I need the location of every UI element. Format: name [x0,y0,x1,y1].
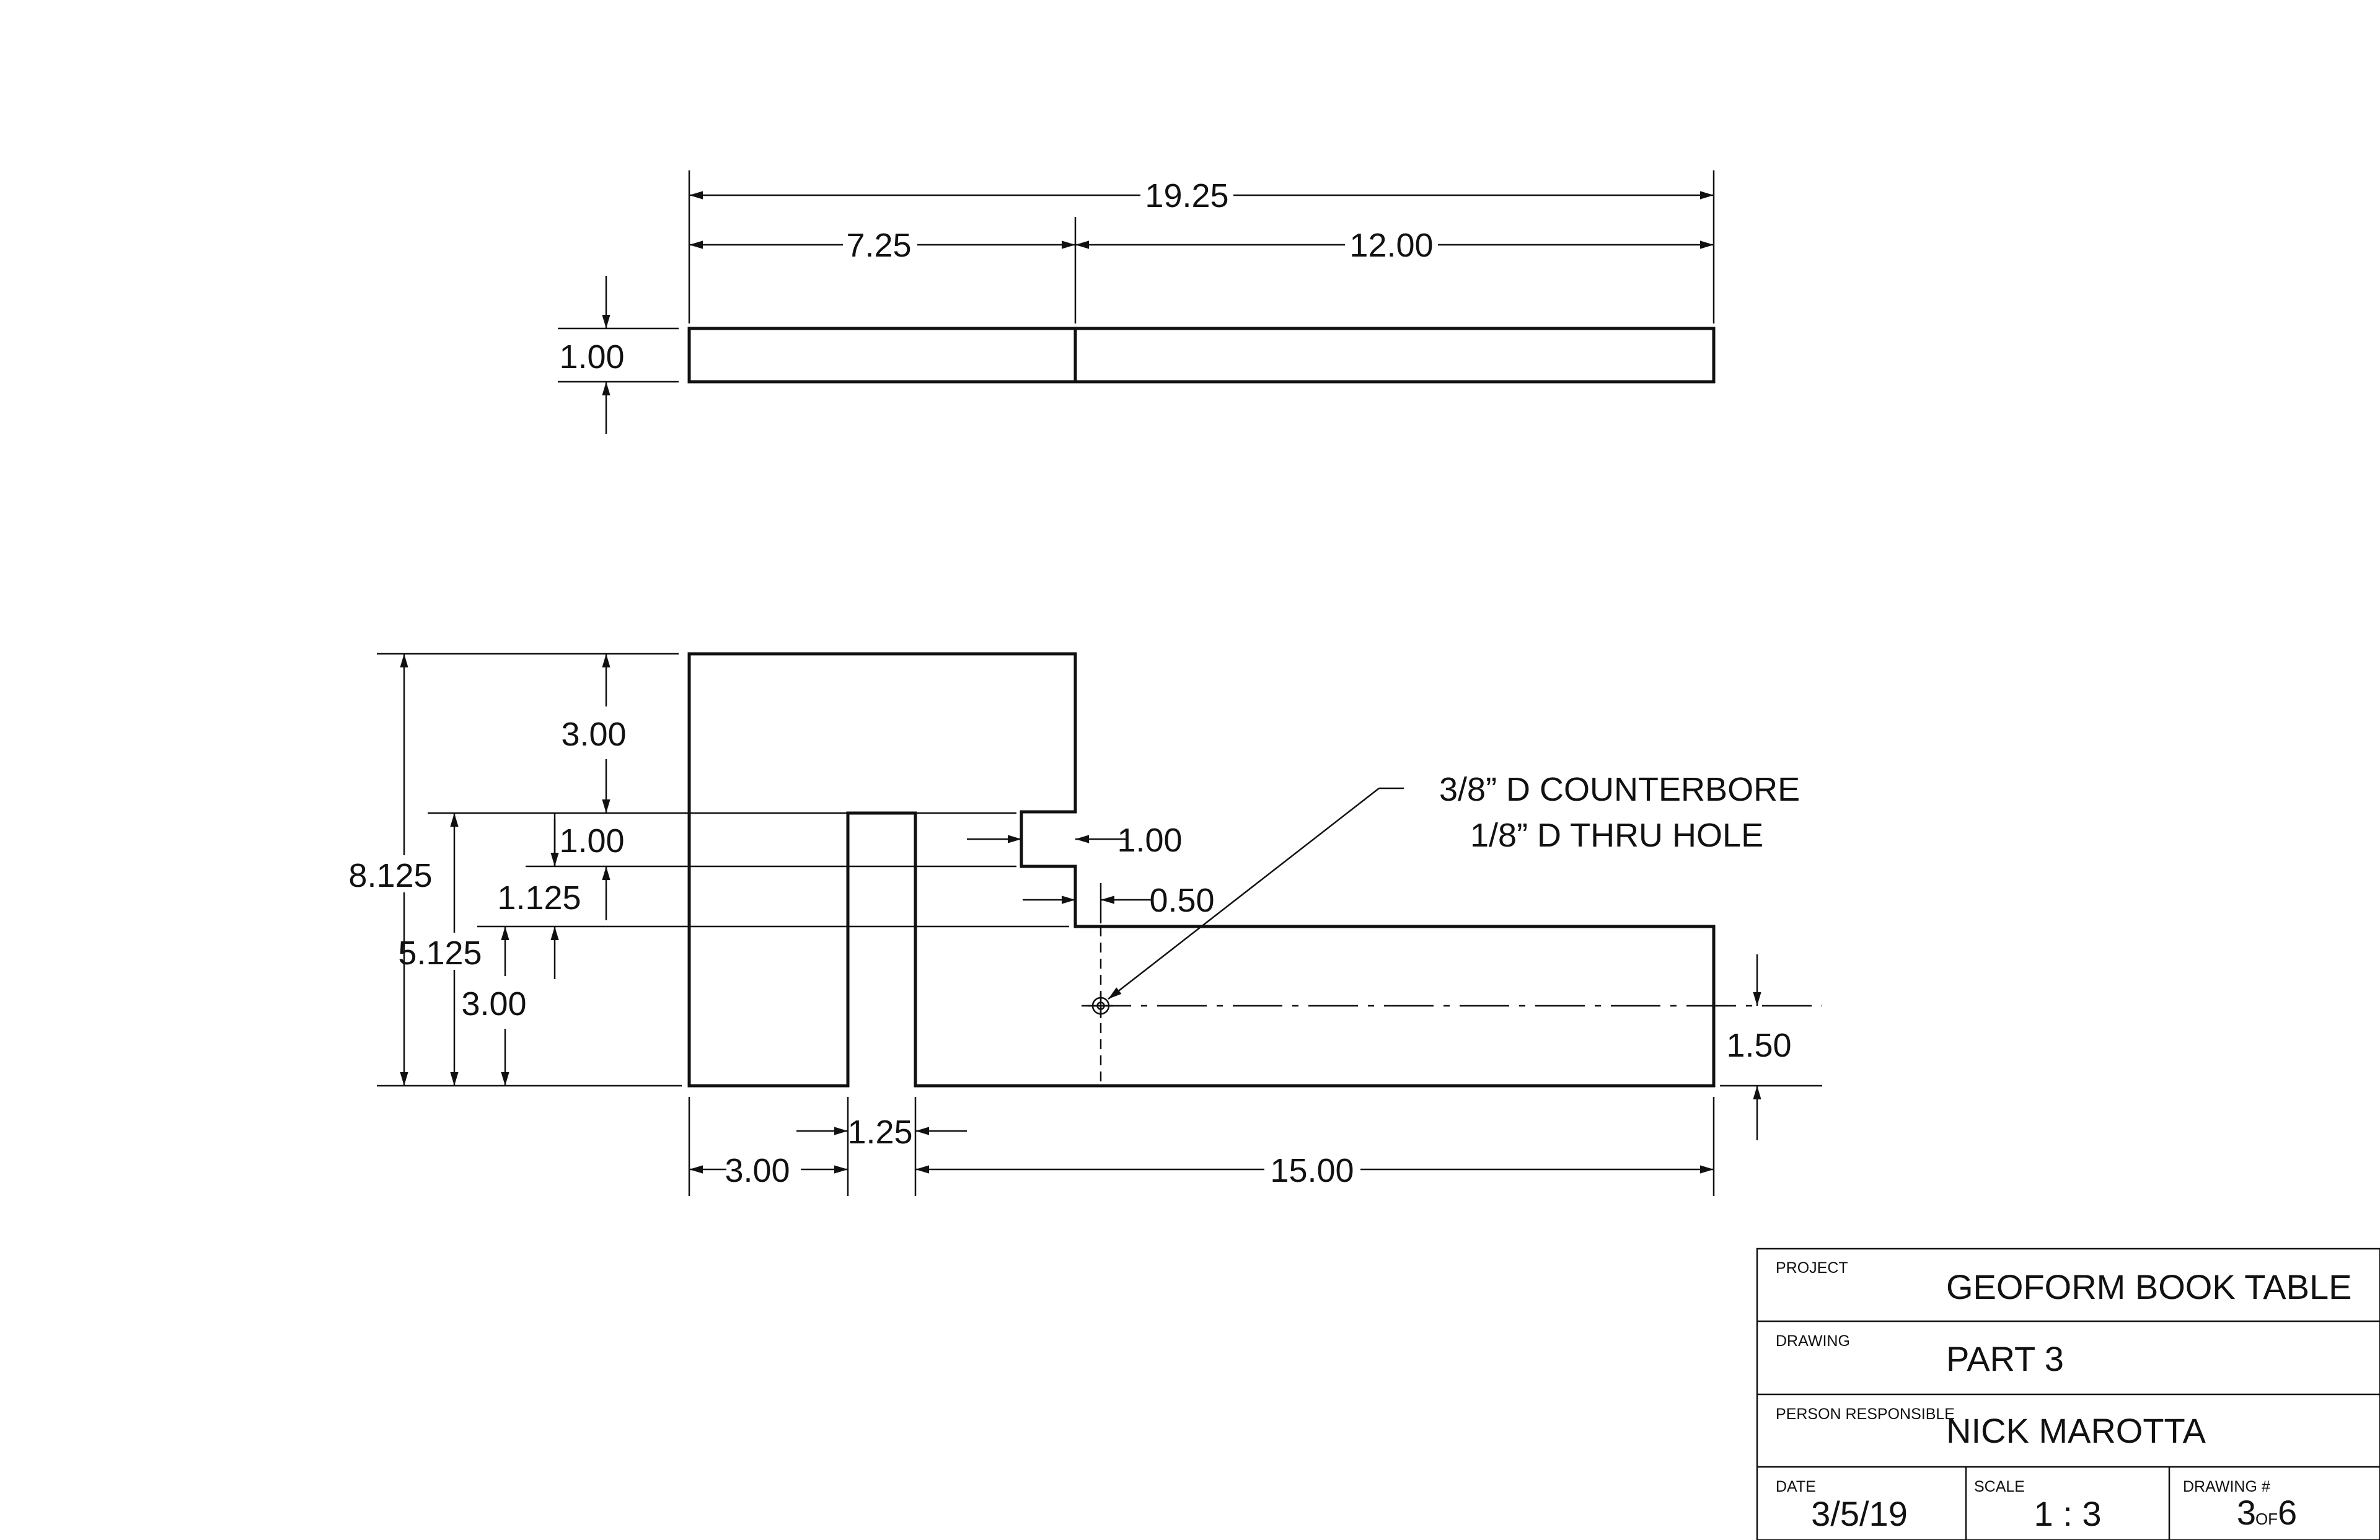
dim-left-segment-label: 7.25 [846,227,911,264]
dim-right-segment: 12.00 [1075,227,1714,264]
scale-value: 1 : 3 [2034,1494,2102,1533]
dim-ledge-length-label: 15.00 [1270,1152,1354,1189]
dim-slot-width-label: 1.25 [847,1114,912,1151]
date-value: 3/5/19 [1811,1494,1908,1533]
front-view-outline [687,652,1716,1088]
dim-overall-length-label: 19.25 [1145,177,1228,214]
dim-overall-length: 19.25 [689,177,1714,214]
dim-hole-height: 1.50 [1720,954,1822,1140]
dim-left-width: 3.00 [689,1152,848,1189]
top-view: 19.25 7.25 12.00 1.00 [558,170,1716,434]
drawing-number-value: 3 [2237,1493,2256,1532]
drawing-number-of: OF [2255,1510,2278,1528]
dim-notch-to-ledge-label: 1.125 [497,879,581,917]
top-view-board [687,327,1716,384]
drawing-number-label: DRAWING # [2183,1478,2270,1495]
dim-notch-width: 1.00 [967,822,1183,859]
dim-overall-height: 8.125 [348,654,433,1086]
dim-lower-height-label: 5.125 [398,935,482,972]
dim-leg-height: 3.00 [461,926,527,1086]
counterbore-hole-symbol [1088,993,1113,1018]
drawing-number-total: 6 [2278,1493,2297,1532]
dim-left-width-label: 3.00 [725,1152,790,1189]
title-block: PROJECT GEOFORM BOOK TABLE DRAWING PART … [1756,1247,2380,1540]
drawing-label: DRAWING [1776,1332,1850,1350]
dim-upper-height-label: 3.00 [561,716,626,753]
dim-notch-to-ledge: 1.125 [497,866,610,979]
project-label: PROJECT [1776,1259,1848,1277]
callout-line-2: 1/8” D THRU HOLE [1470,817,1763,854]
dim-lower-height: 5.125 [398,813,482,1086]
date-label: DATE [1776,1478,1816,1495]
dim-notch-vertical-label: 1.00 [559,822,624,860]
front-view: 8.125 5.125 3.00 3.00 1.00 [348,652,1822,1196]
dim-thickness: 1.00 [559,276,625,434]
callout-line-1: 3/8” D COUNTERBORE [1439,771,1800,808]
dim-hole-height-label: 1.50 [1726,1027,1791,1064]
dim-slot-width: 1.25 [796,1114,967,1151]
dim-left-segment: 7.25 [689,227,1075,264]
dim-right-segment-label: 12.00 [1349,227,1433,264]
dim-ledge-length: 15.00 [915,1152,1714,1189]
dim-leg-height-label: 3.00 [461,985,526,1023]
hole-callout: 3/8” D COUNTERBORE 1/8” D THRU HOLE [1108,771,1800,1000]
person-value: NICK MAROTTA [1946,1411,2206,1450]
scale-label: SCALE [1974,1478,2025,1495]
dim-notch-width-label: 1.00 [1117,822,1182,859]
person-label: PERSON RESPONSIBLE [1776,1406,1955,1423]
dim-overall-height-label: 8.125 [348,857,432,894]
project-value: GEOFORM BOOK TABLE [1946,1267,2352,1306]
drawing-value: PART 3 [1946,1339,2064,1378]
dim-upper-height: 3.00 [561,654,627,813]
dim-ledge-offset-label: 0.50 [1149,882,1214,919]
dim-notch-vertical: 1.00 [550,813,625,866]
dim-thickness-label: 1.00 [559,338,624,376]
dim-ledge-offset: 0.50 [1023,882,1215,926]
